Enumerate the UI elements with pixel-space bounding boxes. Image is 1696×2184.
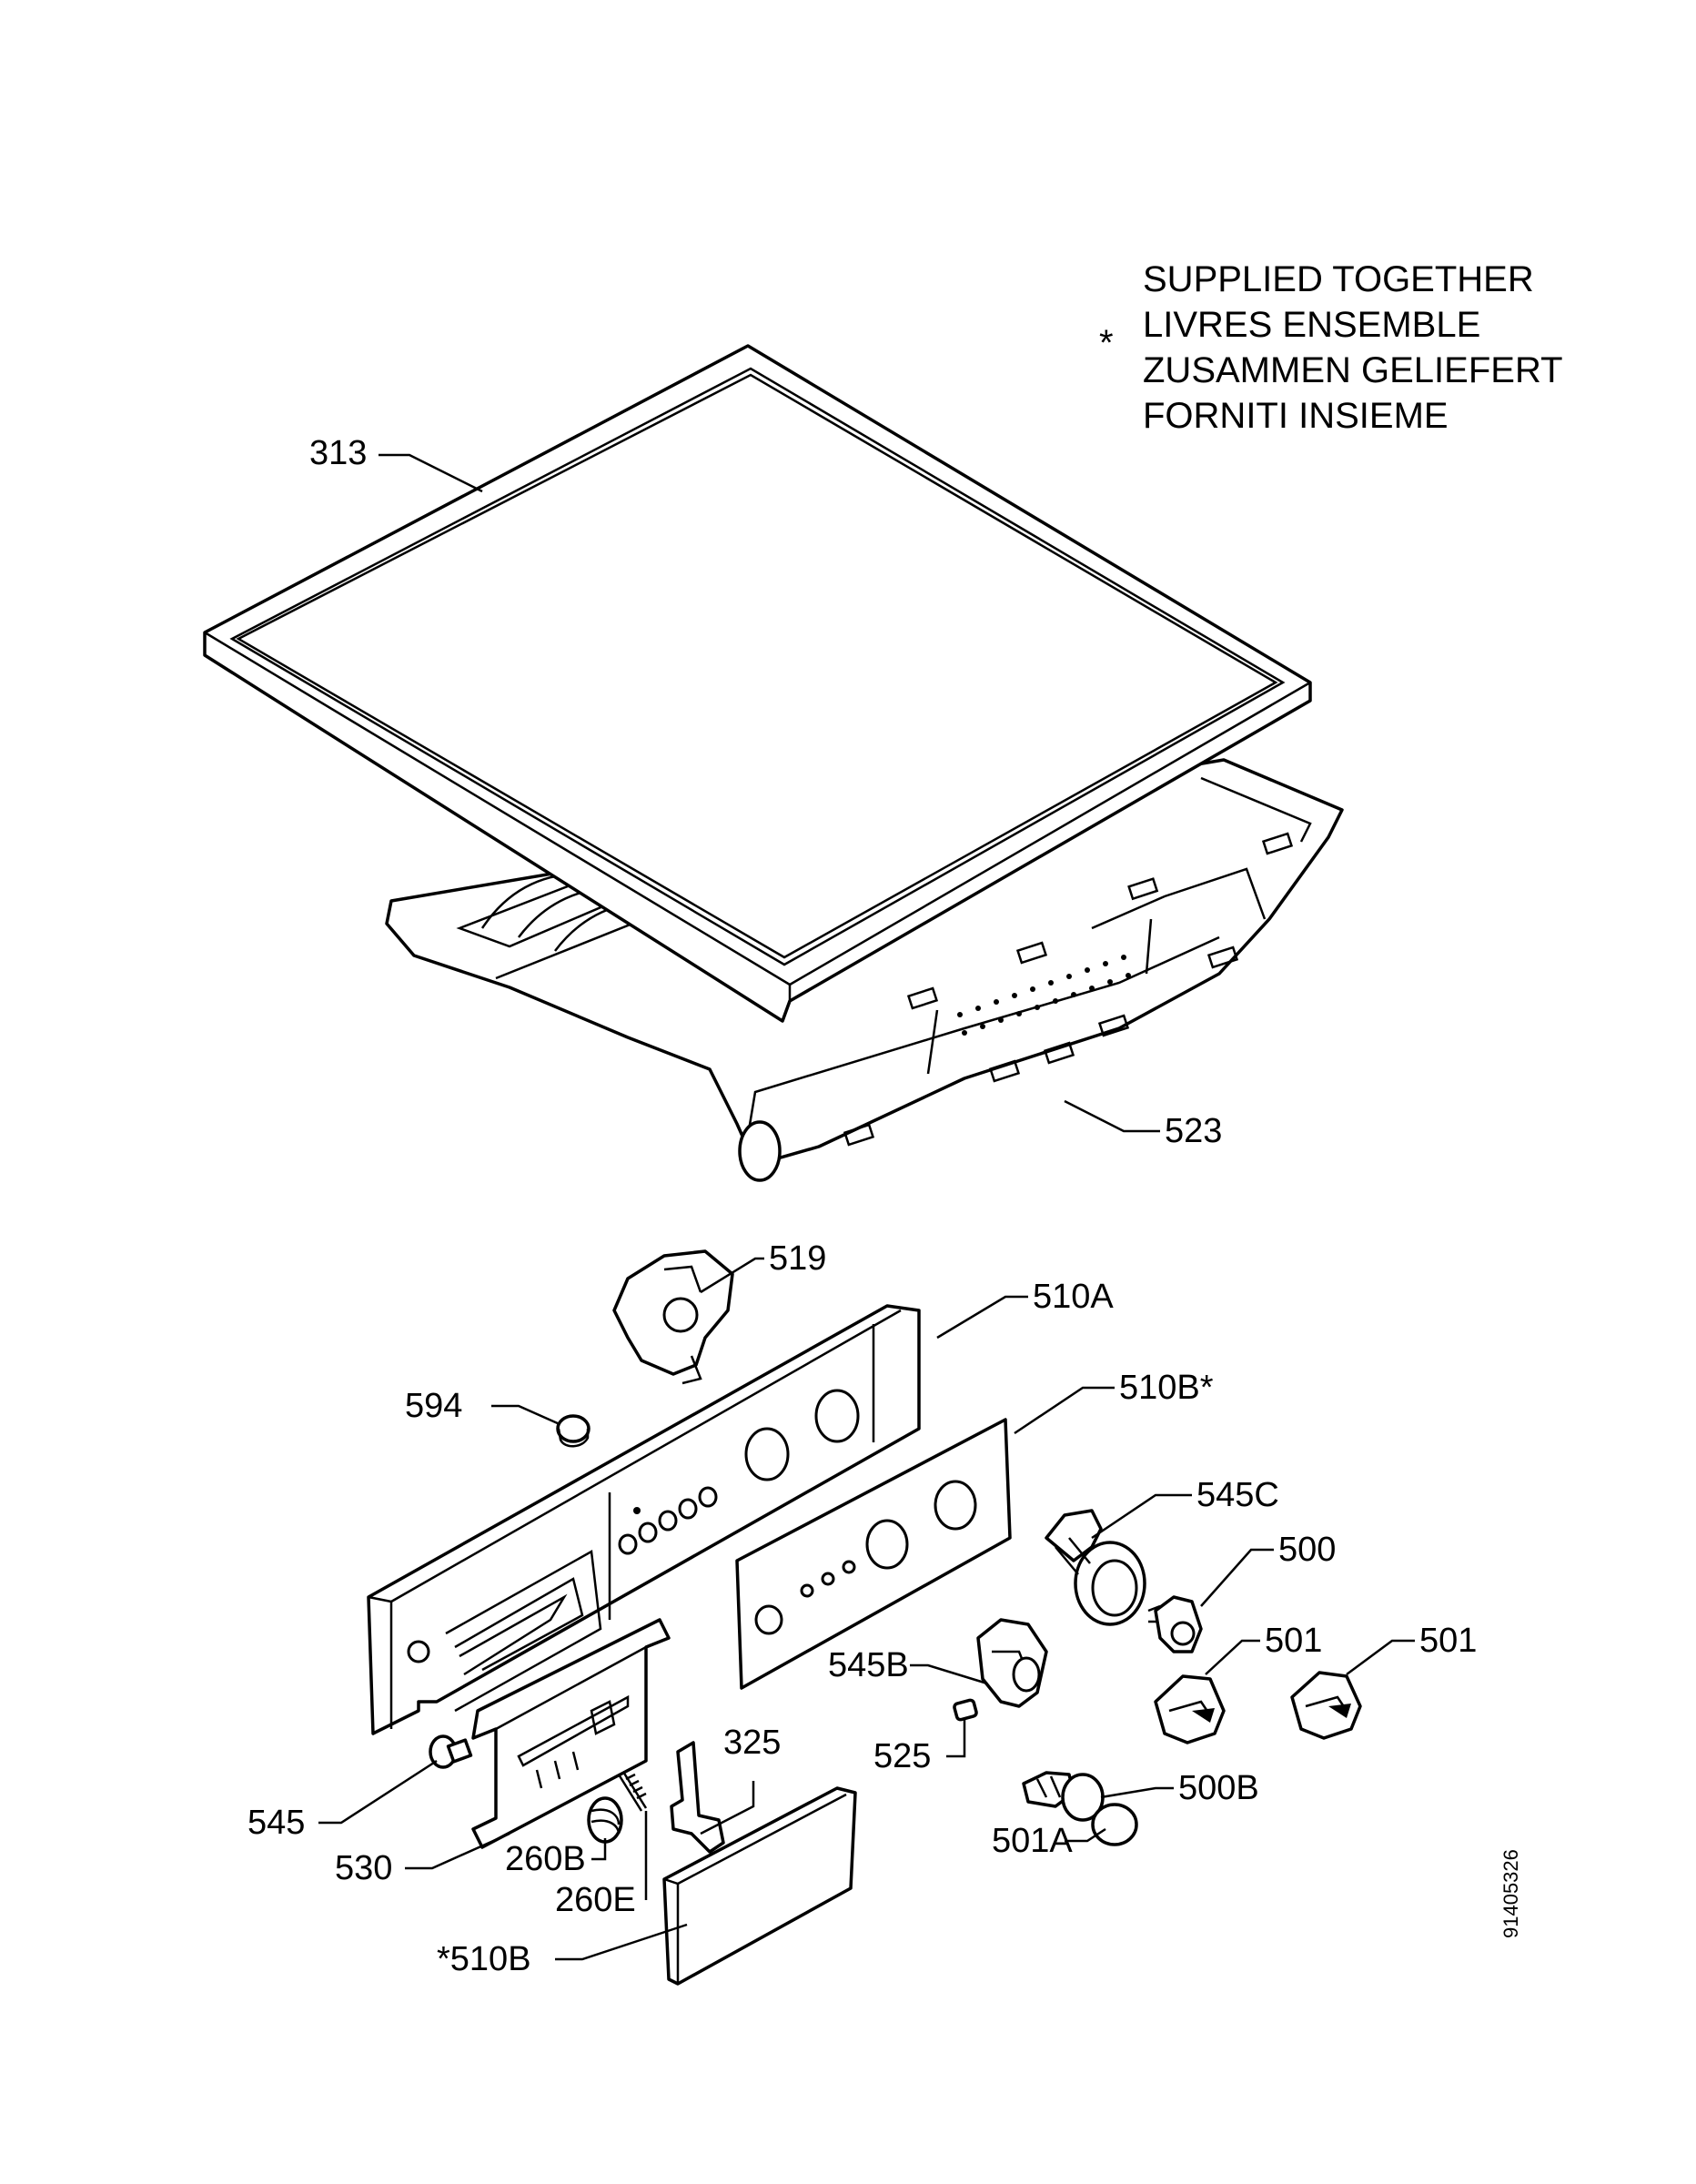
- label-500: 500: [1278, 1531, 1336, 1569]
- label-525: 525: [873, 1737, 931, 1775]
- note-line-it: FORNITI INSIEME: [1143, 396, 1449, 436]
- label-545c: 545C: [1196, 1476, 1279, 1514]
- label-501a: 501A: [992, 1822, 1073, 1860]
- note-line-de: ZUSAMMEN GELIEFERT: [1143, 350, 1563, 390]
- part-545c-selector: [1045, 1509, 1146, 1626]
- label-260b: 260B: [505, 1840, 586, 1878]
- part-545-screw: [429, 1734, 473, 1769]
- note-asterisk: *: [1099, 323, 1114, 363]
- label-523: 523: [1165, 1112, 1222, 1150]
- part-325-lever: [670, 1741, 725, 1854]
- drawing-reference-number: 91405326: [1499, 1849, 1522, 1938]
- part-501a-cap: [1091, 1803, 1138, 1846]
- part-510b-panel-insert: [735, 1418, 1012, 1690]
- part-530-door-frame: [471, 1618, 671, 1849]
- label-530: 530: [335, 1849, 392, 1887]
- label-501-b: 501: [1419, 1622, 1477, 1660]
- label-519: 519: [769, 1239, 826, 1278]
- label-260e: 260E: [555, 1881, 636, 1919]
- label-313: 313: [309, 434, 367, 472]
- label-325: 325: [723, 1724, 781, 1762]
- leader-lines: [318, 453, 1415, 1961]
- part-313-worktop: [203, 344, 1312, 1023]
- label-545: 545: [247, 1804, 305, 1842]
- label-501-a: 501: [1265, 1622, 1322, 1660]
- part-labels: 313 523 519 510A 594 510B* 545C 500 501 …: [247, 434, 1477, 1978]
- supplied-together-note: * SUPPLIED TOGETHER LIVRES ENSEMBLE ZUSA…: [1099, 259, 1563, 436]
- label-510b-star: 510B*: [1119, 1369, 1214, 1407]
- label-510b-star-prefix: *510B: [437, 1940, 531, 1978]
- vent-holes: [957, 955, 1131, 1036]
- note-line-fr: LIVRES ENSEMBLE: [1143, 305, 1480, 345]
- label-510a: 510A: [1033, 1278, 1114, 1316]
- part-594-cap: [556, 1414, 591, 1448]
- part-500-knob-insert: [1147, 1595, 1203, 1653]
- part-501-knob-b: [1290, 1671, 1362, 1740]
- label-545b: 545B: [828, 1646, 909, 1684]
- panel-buttons: [618, 1486, 718, 1555]
- part-500b-shaft: [1022, 1771, 1105, 1822]
- part-519-bracket: [612, 1249, 734, 1385]
- label-500b: 500B: [1178, 1769, 1259, 1807]
- part-501-knob-a: [1154, 1674, 1226, 1744]
- part-260b-spring: [587, 1796, 623, 1844]
- part-510b-door-flap: [662, 1786, 857, 1986]
- part-260e-spring: [617, 1771, 648, 1812]
- part-545b-switch: [976, 1618, 1048, 1708]
- label-594: 594: [405, 1387, 462, 1425]
- part-525-pin: [953, 1698, 978, 1722]
- part-510a-control-panel: [367, 1304, 921, 1735]
- note-line-en: SUPPLIED TOGETHER: [1143, 259, 1534, 299]
